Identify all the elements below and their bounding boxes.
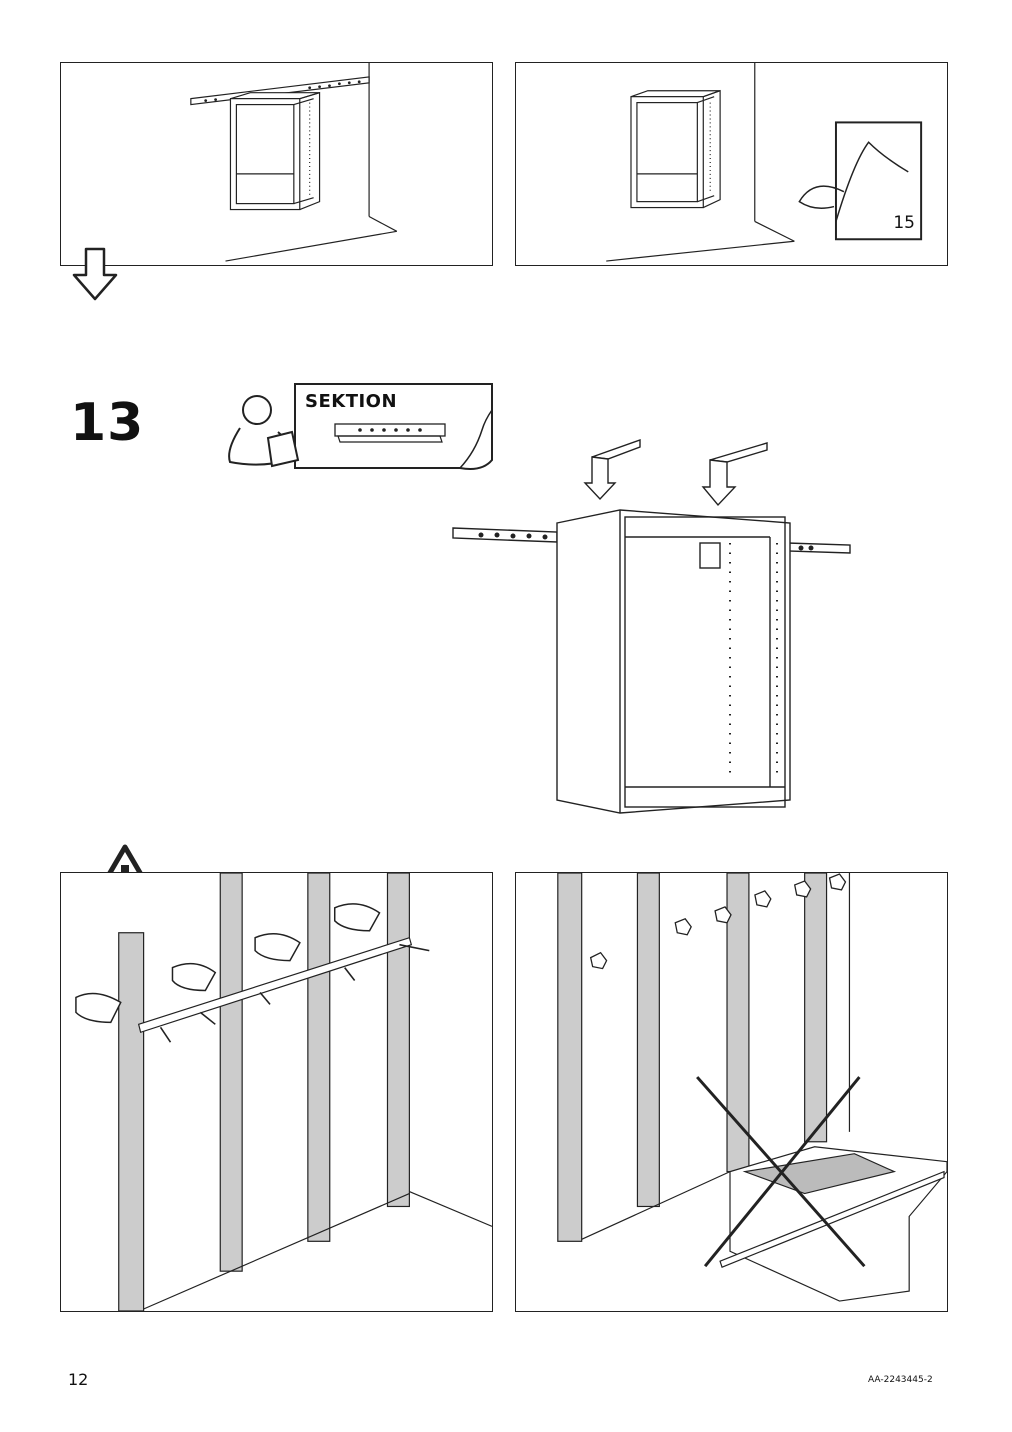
reference-banner: SEKTION (220, 380, 495, 472)
page-number: 12 (68, 1370, 89, 1389)
cross-icon (696, 1076, 866, 1268)
step-number: 13 (70, 393, 145, 453)
frame-on-rail-illustration (445, 435, 860, 820)
cabinet-illustration (606, 63, 923, 262)
hand-pointing-icon (75, 903, 381, 1024)
rail-on-studs-illustration (75, 873, 492, 1311)
panel-rail-on-studs (60, 872, 493, 1312)
incorrect-mounting-illustration (557, 873, 947, 1302)
cabinet-on-rail-illustration (190, 63, 398, 262)
reference-title: SEKTION (305, 391, 398, 412)
arrow-down-icon (72, 247, 118, 301)
person-reading-manual-icon (228, 383, 493, 470)
page-reference-number: 15 (893, 213, 915, 233)
panel-cabinet-on-rail (60, 62, 493, 266)
panel-cabinet-page-reference: 15 (515, 62, 948, 266)
page-turn-icon (835, 141, 909, 222)
panel-incorrect-mounting (515, 872, 948, 1312)
document-code: AA-2243445-2 (868, 1375, 933, 1385)
